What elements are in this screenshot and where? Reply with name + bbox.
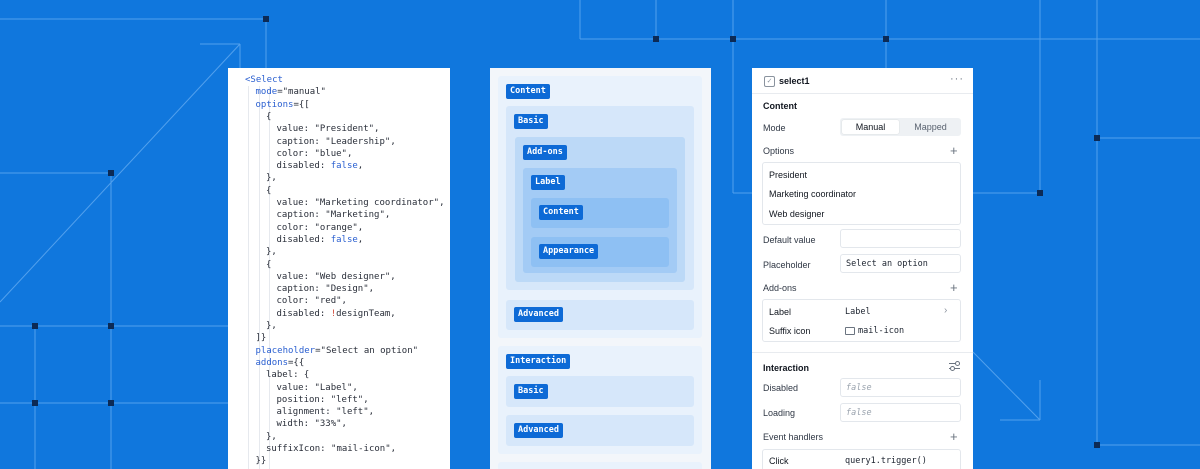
code-line: width: "33%",: [276, 419, 347, 430]
addon-suffix-key: Suffix icon: [769, 326, 811, 336]
addon-suffix-value[interactable]: mail-icon: [858, 326, 905, 336]
interaction-basic-chip: Basic: [514, 384, 548, 399]
code-line: options={[: [255, 99, 310, 110]
code-line: color: "orange",: [276, 222, 364, 233]
event-handler-row[interactable]: [762, 449, 961, 469]
code-line: value: "Label",: [276, 382, 358, 393]
code-line: value: "President",: [276, 124, 380, 135]
label-section-chip: Label: [531, 175, 565, 190]
content-header: Content: [763, 101, 797, 111]
loading-value: false: [846, 408, 872, 418]
divider: [752, 352, 973, 353]
disabled-value: false: [846, 383, 872, 393]
divider: [752, 93, 973, 94]
sliders-icon[interactable]: [949, 361, 960, 371]
options-list: [762, 162, 961, 225]
mode-option-manual[interactable]: Manual: [842, 120, 899, 134]
disabled-label: Disabled: [763, 383, 799, 393]
advanced-section-chip: Advanced: [514, 307, 563, 322]
options-label: Options: [763, 146, 795, 156]
add-option-icon[interactable]: +: [950, 143, 958, 158]
basic-section-chip: Basic: [514, 114, 548, 129]
loading-label: Loading: [763, 408, 796, 418]
code-line: alignment: "left",: [276, 407, 375, 418]
event-click-label: Click: [769, 456, 789, 466]
option-item[interactable]: President: [769, 170, 808, 180]
structure-panel: Content Basic Add-ons Label Content Appe…: [490, 68, 711, 469]
default-value-label: Default value: [763, 235, 816, 245]
code-line: },: [266, 247, 277, 258]
indent-guide: [248, 86, 249, 469]
code-line: <Select: [245, 75, 283, 85]
next-section: [498, 462, 702, 469]
interaction-header: Interaction: [763, 363, 810, 373]
indent-guide: [258, 86, 260, 469]
code-line: color: "red",: [276, 296, 347, 307]
loading-input[interactable]: false: [840, 403, 961, 422]
code-line: disabled: !designTeam,: [276, 308, 396, 319]
interaction-advanced-chip: Advanced: [514, 423, 563, 438]
checkbox-icon: ✓: [764, 76, 775, 87]
component-name[interactable]: select1: [779, 76, 810, 86]
code-line: {: [266, 111, 272, 122]
mode-label: Mode: [763, 123, 786, 133]
addons-list: [762, 299, 961, 342]
placeholder-input[interactable]: Select an option: [840, 254, 961, 273]
code-line: color: "blue",: [276, 148, 353, 159]
code-line: caption: "Leadership",: [276, 136, 396, 147]
code-line: position: "left",: [276, 394, 369, 405]
event-handlers-label: Event handlers: [763, 432, 824, 442]
code-line: {: [266, 259, 272, 270]
inspector-panel: ✓ select1 ··· Content Mode Manual Mapped…: [752, 68, 973, 469]
indent-guide: [269, 86, 270, 469]
inner-content-chip: Content: [539, 205, 583, 220]
default-value-input[interactable]: [840, 229, 961, 248]
code-line: disabled: false,: [276, 161, 364, 172]
disabled-input[interactable]: false: [840, 378, 961, 397]
addon-label-key: Label: [769, 307, 792, 317]
chevron-right-icon[interactable]: ›: [944, 305, 948, 316]
code-line: }}: [255, 456, 267, 467]
code-line: },: [266, 173, 277, 184]
addons-section-chip: Add-ons: [523, 145, 567, 160]
add-event-handler-icon[interactable]: +: [950, 429, 958, 444]
add-addon-icon[interactable]: +: [950, 280, 958, 295]
code-line: value: "Marketing coordinator",: [276, 198, 445, 208]
option-item[interactable]: Marketing coordinator: [769, 189, 857, 199]
code-line: caption: "Design",: [276, 284, 375, 295]
addons-label: Add-ons: [763, 283, 797, 293]
code-line: addons={{: [255, 357, 305, 368]
content-section-chip: Content: [506, 84, 550, 99]
interaction-section-chip: Interaction: [506, 354, 571, 369]
placeholder-label: Placeholder: [763, 260, 811, 270]
more-horizontal-icon[interactable]: ···: [950, 73, 964, 85]
event-click-value: query1.trigger(): [845, 456, 927, 466]
mail-icon: [845, 327, 855, 335]
code-line: value: "Web designer",: [276, 271, 396, 282]
mode-option-mapped[interactable]: Mapped: [914, 122, 947, 132]
code-line: mode="manual": [255, 87, 326, 98]
option-item[interactable]: Web designer: [769, 209, 825, 219]
code-line: ]}: [255, 333, 267, 344]
addon-label-value[interactable]: Label: [845, 307, 871, 317]
code-line: },: [266, 321, 277, 331]
code-line: placeholder="Select an option": [255, 345, 419, 356]
code-line: },: [266, 431, 277, 442]
mode-segmented-control: Manual Mapped: [840, 118, 961, 136]
appearance-chip: Appearance: [539, 244, 599, 259]
code-line: {: [266, 185, 272, 196]
placeholder-value: Select an option: [846, 259, 928, 269]
code-line: caption: "Marketing",: [276, 210, 391, 221]
code-line: disabled: false,: [276, 234, 364, 245]
code-line: suffixIcon: "mail-icon",: [266, 444, 397, 454]
code-line: label: {: [266, 370, 310, 381]
